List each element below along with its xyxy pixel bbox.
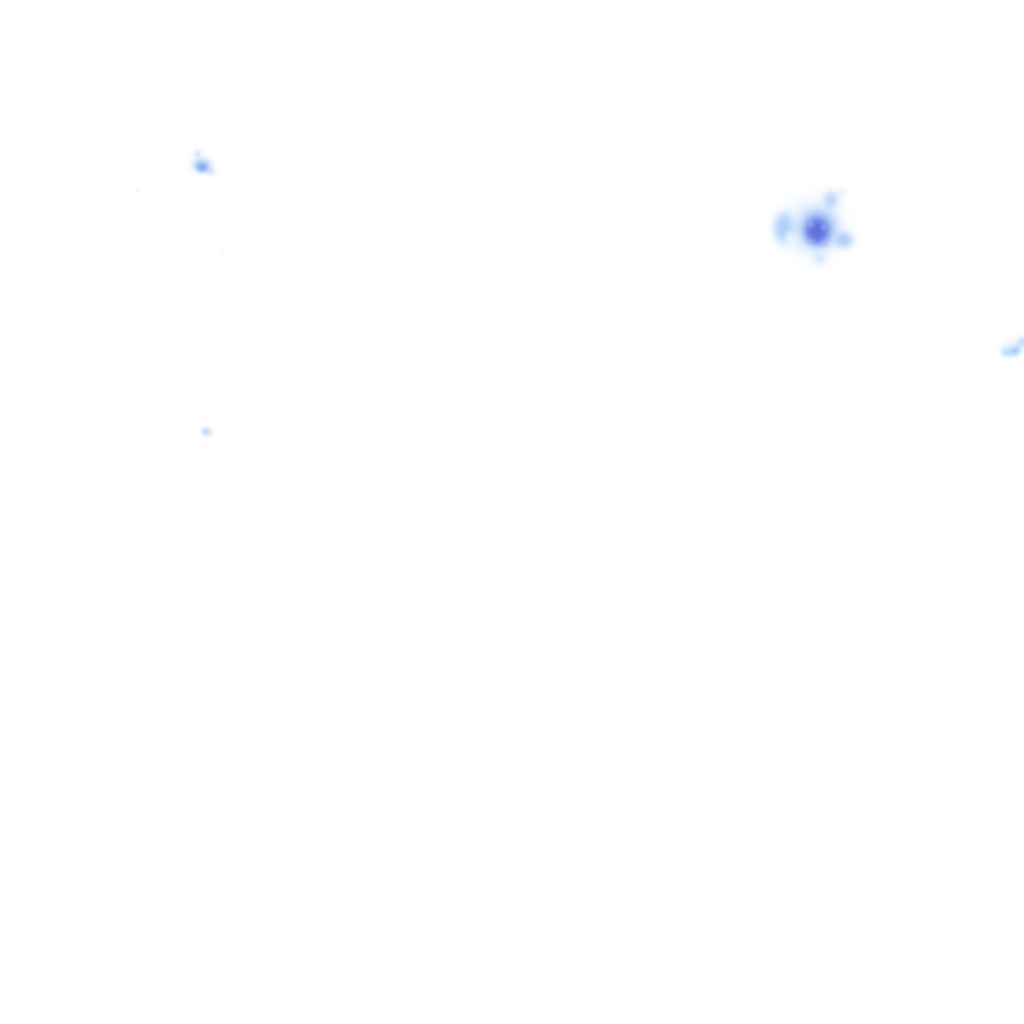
- dot-mid-upper: [219, 249, 225, 253]
- smudge-upperleft-tip: [193, 148, 201, 160]
- bigblob-dark-core: [800, 212, 834, 250]
- bigblob-top-flame: [821, 187, 841, 213]
- bigblob-left-lobe: [769, 204, 799, 252]
- smudge-upperleft-main: [191, 159, 213, 173]
- smudge-upperleft-right: [205, 167, 217, 175]
- bigblob-hole-topright: [820, 223, 828, 231]
- edge-swoosh-mid: [1005, 343, 1024, 359]
- bigblob-bottom-bump: [812, 253, 828, 265]
- bigblob-halo: [765, 185, 861, 269]
- dot-mid-faint: [205, 408, 209, 412]
- edge-swoosh-left: [998, 346, 1014, 358]
- edge-swoosh-corner: [1016, 336, 1024, 348]
- dot-left: [135, 188, 141, 194]
- edge-swoosh-halo: [999, 339, 1024, 359]
- bigblob-hole-topleft: [807, 220, 815, 228]
- smudge-upperleft-halo: [188, 155, 216, 175]
- bigblob-main: [791, 200, 845, 258]
- bigblob-hole-bottomright: [819, 239, 829, 247]
- bigblob-hole-bottomleft: [807, 237, 815, 245]
- smudge-upperleft-core: [195, 164, 209, 172]
- bigblob-right-shelf: [831, 229, 857, 251]
- smudge-midleft-halo: [199, 427, 215, 437]
- bigblob-top-wisp: [838, 188, 848, 196]
- bigblob-left-notch: [783, 229, 797, 247]
- smudge-midleft-core: [200, 428, 210, 434]
